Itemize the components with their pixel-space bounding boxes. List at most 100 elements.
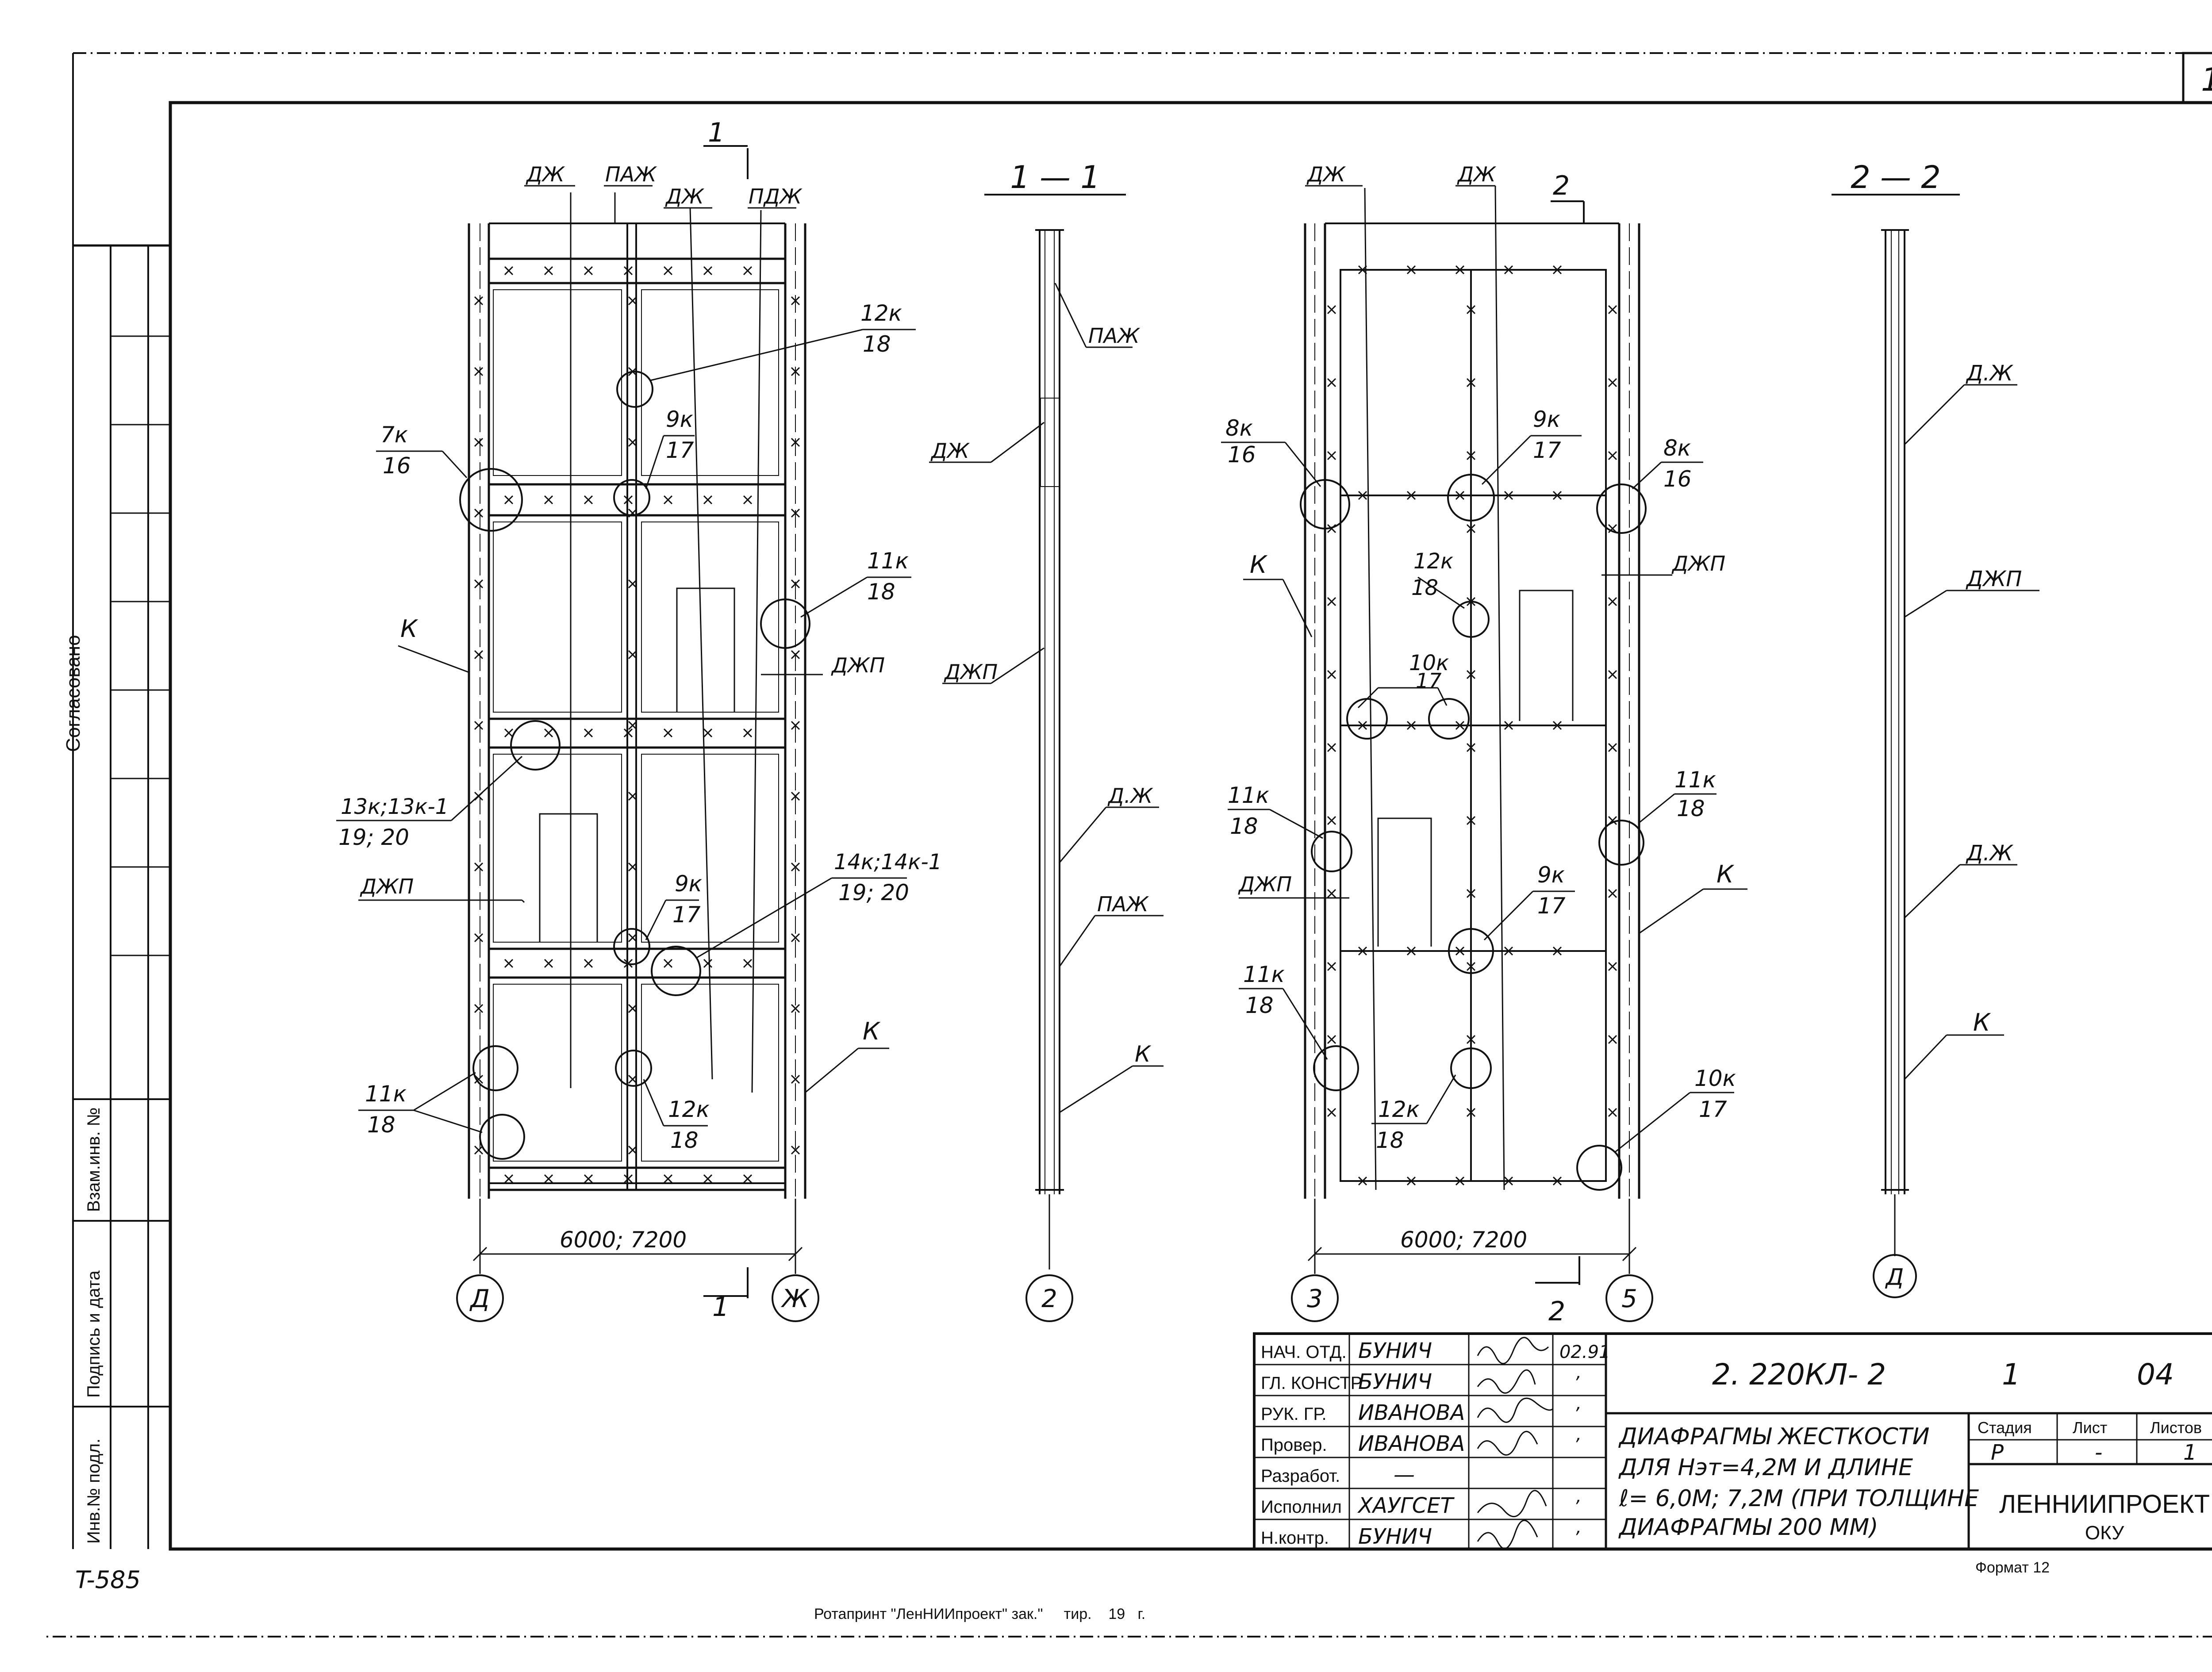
plan-a-label-k-left: К [400, 615, 419, 643]
plan-a-callout-9k-top-sheet: 17 [666, 437, 694, 463]
connection-mark [474, 1074, 484, 1084]
signer-role: Исполнил [1261, 1497, 1342, 1517]
connection-mark [791, 437, 800, 447]
connection-mark [663, 1174, 673, 1184]
connection-mark [1608, 962, 1617, 971]
plan-b-callout-12k-mid-sheet: 18 [1411, 575, 1438, 600]
connection-mark [703, 959, 713, 968]
connection-mark [663, 728, 673, 738]
connection-mark [1608, 597, 1617, 606]
connection-mark [474, 1004, 484, 1013]
format-note: Формат 12 [1975, 1559, 2050, 1576]
connection-mark [1608, 1108, 1617, 1117]
connection-mark [623, 959, 633, 968]
connection-mark [584, 495, 593, 505]
drawing-title-line: ДИАФРАГМЫ 200 ММ) [1618, 1514, 1878, 1541]
plan-b-callout-9k-top-sheet: 17 [1533, 437, 1561, 463]
section-1-1-padzh-bottom: ПАЖ [1097, 892, 1149, 916]
connection-mark [544, 728, 553, 738]
signer-name: ХАУГСЕТ [1357, 1493, 1455, 1518]
connection-mark [1552, 1176, 1562, 1186]
plan-a-callout-12k-bottom-sheet: 18 [670, 1127, 699, 1153]
connection-mark [1608, 524, 1617, 533]
connection-mark [703, 266, 713, 276]
connection-mark [474, 721, 484, 730]
plan-b-label-k-left: К [1250, 551, 1268, 579]
connection-mark [623, 1174, 633, 1184]
plan-a-callout-13k: 13к;13к-1 [341, 794, 449, 819]
sheet-value: - [2095, 1440, 2102, 1465]
section-1-1-axis: 2 [1041, 1285, 1057, 1313]
drawing-title-line: ДЛЯ Нэт=4,2М И ДЛИНЕ [1618, 1454, 1913, 1481]
plan-a-section-bottom: 1 [712, 1292, 729, 1323]
connection-mark [1608, 451, 1617, 460]
connection-mark [1608, 743, 1617, 752]
connection-mark [1466, 889, 1476, 898]
plan-b-callout-11k-left: 11к [1228, 782, 1269, 808]
connection-mark [1327, 597, 1336, 606]
drawing-title-line: ДИАФРАГМЫ ЖЕСТКОСТИ [1618, 1423, 1929, 1450]
stage-value: Р [1991, 1440, 2004, 1465]
connection-mark [504, 959, 514, 968]
signer-role: Разработ. [1261, 1466, 1340, 1486]
connection-mark [791, 862, 800, 872]
connection-mark [1608, 305, 1617, 314]
section-1-1-dzh-top: ДЖ [930, 439, 970, 463]
plan-a-label-padzh-top1: ПАЖ [605, 162, 657, 186]
connection-mark [1504, 491, 1513, 500]
connection-mark [663, 959, 673, 968]
plan-b-callout-11k-right: 11к [1674, 767, 1716, 793]
signer-role: Провер. [1261, 1435, 1327, 1455]
connection-mark [1327, 816, 1336, 825]
connection-mark [1608, 378, 1617, 387]
plan-a-callout-11k-left-sheet: 18 [367, 1112, 396, 1138]
connection-mark [1327, 1035, 1336, 1044]
connection-mark [1466, 597, 1476, 606]
connection-mark [1406, 721, 1416, 730]
plan-b-callout-11k-left-sheet: 18 [1230, 813, 1258, 839]
connection-marks [474, 265, 1617, 1186]
plan-a-label-padzh-top2: ПДЖ [749, 184, 803, 208]
archive-code: T-585 [75, 1566, 141, 1594]
connection-mark [791, 933, 800, 943]
signer-date: ʼ [1575, 1373, 1581, 1393]
connection-mark [628, 1145, 637, 1155]
connection-mark [1466, 378, 1476, 387]
signer-role: ГЛ. КОНСТР. [1261, 1373, 1364, 1393]
sheets-value: 1 [2183, 1440, 2197, 1465]
connection-mark [1466, 1035, 1476, 1044]
connection-mark [474, 650, 484, 660]
connection-mark [1327, 378, 1336, 387]
plan-b-callout-10k-mid: 10к [1409, 651, 1449, 675]
plan-b-callout-9k-bottom: 9к [1537, 862, 1565, 888]
plan-a-label-dzhp-left: ДЖП [360, 874, 414, 898]
connection-mark [504, 495, 514, 505]
plan-b: 2 2 ДЖ ДЖ [1221, 162, 1747, 1327]
print-note: Ротапринт "ЛенНИИпроект" зак." тир. 19 г… [814, 1606, 1145, 1622]
plan-a-callout-12k-top-sheet: 18 [863, 331, 891, 357]
connection-mark [743, 495, 753, 505]
plan-a-callout-7k-sheet: 16 [383, 453, 411, 479]
plan-b-section-top: 2 [1553, 170, 1570, 201]
connection-mark [791, 296, 800, 306]
connection-mark [628, 721, 637, 730]
connection-mark [743, 266, 753, 276]
signer-date: ʼ [1575, 1497, 1581, 1517]
plan-a-dimension: 6000; 7200 [560, 1227, 687, 1253]
connection-mark [544, 495, 553, 505]
plan-a-callout-9k-top: 9к [666, 406, 693, 432]
plan-a-section-top: 1 [708, 117, 725, 148]
sheet-header: Лист [2073, 1419, 2107, 1437]
connection-mark [1327, 743, 1336, 752]
connection-mark [791, 367, 800, 376]
connection-mark [1327, 524, 1336, 533]
stamp-sign-date: Подпись и дата [84, 1270, 104, 1398]
connection-mark [791, 1074, 800, 1084]
plan-a-label-dzh-top: ДЖ [526, 162, 565, 186]
connection-mark [544, 266, 553, 276]
connection-mark [1327, 670, 1336, 679]
signer-date: ʼ [1575, 1528, 1581, 1548]
sheet-code: 04 [2137, 1358, 2174, 1392]
connection-mark [584, 266, 593, 276]
